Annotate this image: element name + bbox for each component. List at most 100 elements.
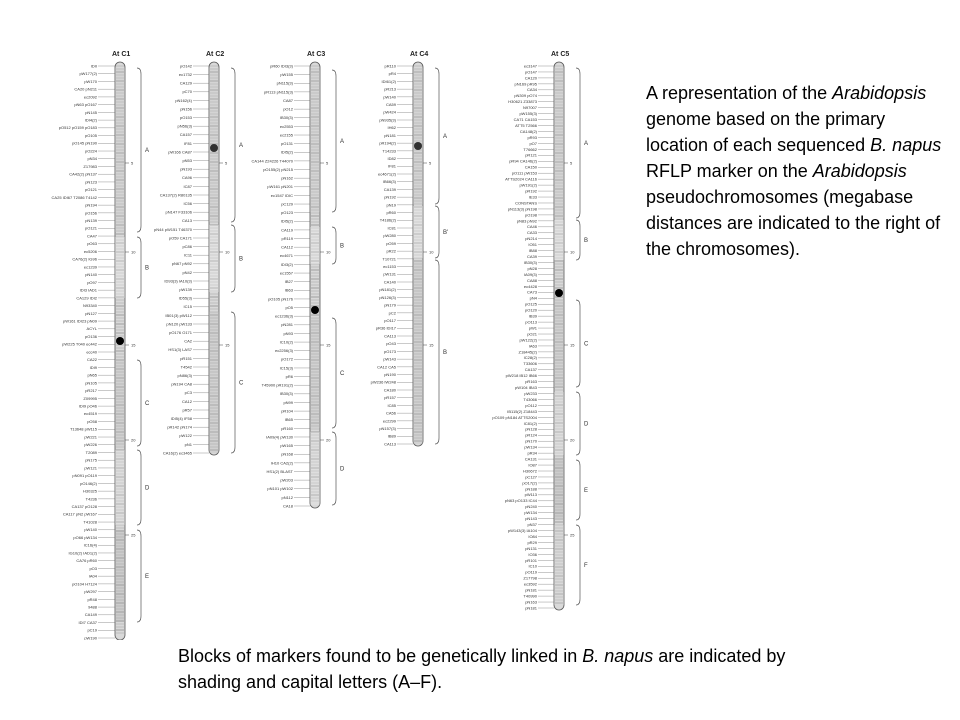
marker-label: IC16(4): [84, 543, 98, 548]
marker-label: T41028: [83, 519, 97, 524]
marker-label: ec4671: [280, 253, 294, 258]
marker-label: pW104 IB43: [515, 385, 538, 390]
marker-label: pN091 pO119: [72, 473, 97, 478]
mb-tick-label: 5: [570, 161, 573, 166]
marker-label: pO113: [525, 320, 537, 325]
marker-label: CA148(2): [520, 129, 538, 134]
marker-label: IB89: [388, 434, 397, 439]
marker-label: pN281: [281, 322, 294, 327]
marker-label: IB27: [285, 279, 294, 284]
marker-label: pW1: [529, 325, 538, 330]
mb-tick-label: 10: [429, 250, 434, 255]
marker-label: pW122(2): [519, 337, 537, 342]
marker-label: pR48: [87, 597, 97, 602]
marker-label: H30621 Z33873: [508, 99, 537, 104]
marker-label: pO104 H7124: [72, 581, 98, 586]
marker-label: 9488: [88, 604, 98, 609]
marker-label: pN28: [527, 266, 537, 271]
marker-label: pW170: [84, 79, 97, 84]
marker-label: pW143(3) IA104: [508, 528, 538, 533]
block-letter: B: [584, 238, 588, 244]
marker-label: pR124: [525, 433, 538, 438]
marker-label: pW140: [383, 94, 396, 99]
marker-label: HS1(2) BLAST: [267, 469, 294, 474]
marker-label: CA59: [386, 102, 397, 107]
block-letter: B: [239, 257, 243, 263]
block-shading: [413, 206, 423, 258]
marker-label: IC15: [184, 304, 193, 309]
block-letter: D: [340, 467, 345, 473]
marker-label: pW131: [383, 272, 396, 277]
marker-label: Z17798: [523, 576, 537, 581]
block-shading: [554, 300, 564, 387]
block-shading: [115, 237, 125, 298]
marker-label: pO172: [281, 357, 294, 362]
mb-tick-label: 25: [570, 533, 575, 538]
block-shading: [310, 318, 320, 428]
marker-label: H30672: [523, 468, 538, 473]
mb-tick-label: 20: [131, 438, 136, 443]
marker-label: T45900 pR191(2): [262, 383, 294, 388]
block-bracket: [230, 224, 236, 293]
block-bracket: [136, 359, 142, 447]
block-bracket: [331, 226, 337, 265]
block-shading: [209, 225, 219, 292]
marker-label: IA04: [89, 574, 98, 579]
marker-label: pO97: [87, 280, 98, 285]
marker-label: pW113: [525, 492, 538, 497]
chromosome-title: At C2: [206, 51, 224, 58]
marker-label: IB30(3): [280, 115, 294, 120]
marker-label: pN34: [87, 156, 97, 161]
marker-label: CA25 IDI67 T2086 T4142: [52, 195, 98, 200]
marker-label: ec4519: [84, 411, 98, 416]
block-letter: A: [340, 139, 344, 145]
marker-label: CA12 CA5: [377, 364, 397, 369]
block-letter: D: [145, 486, 150, 492]
marker-label: pW139: [179, 287, 192, 292]
marker-label: pO112: [525, 403, 537, 408]
marker-label: pN56(3): [178, 124, 193, 129]
marker-label: CA73: [527, 290, 538, 295]
marker-label: pW165: [280, 443, 293, 448]
marker-label: pW233: [524, 391, 537, 396]
block-bracket: [331, 317, 337, 429]
block-shading: [310, 70, 320, 212]
centromere: [311, 306, 319, 314]
marker-label: IDI5(4) IF58: [171, 416, 193, 421]
marker-label: IB66(3): [383, 179, 397, 184]
marker-label: IC10: [529, 564, 538, 569]
marker-label: pN126(3): [379, 295, 396, 300]
marker-label: CA2: [184, 339, 193, 344]
marker-label: IO87: [528, 462, 537, 467]
marker-label: pO176 O171: [169, 330, 193, 335]
marker-label: CA20 pN211: [74, 87, 97, 92]
marker-label: CA88: [527, 278, 538, 283]
marker-label: pW221: [84, 434, 97, 439]
block-bracket: [575, 391, 581, 456]
block-shading: [310, 227, 320, 264]
marker-label: CA47: [87, 233, 98, 238]
marker-label: CA113: [384, 441, 397, 446]
mb-tick-label: 15: [225, 343, 230, 348]
marker-label: pO58: [87, 419, 98, 424]
marker-label: ec1547 IDIC: [271, 193, 293, 198]
marker-label: IA09(3): [524, 272, 538, 277]
marker-label: IA63: [529, 343, 538, 348]
marker-label: IO51: [528, 242, 537, 247]
marker-label: IC87: [184, 184, 193, 189]
marker-label: pN145: [85, 110, 98, 115]
marker-label: pO43: [386, 341, 397, 346]
mb-tick-label: 5: [326, 161, 329, 166]
marker-label: pC70: [182, 89, 192, 94]
mb-tick-label: 10: [225, 250, 230, 255]
marker-label: ec2256(3): [275, 348, 294, 353]
marker-label: pO105: [85, 133, 98, 138]
chromosome-body: [412, 61, 424, 447]
marker-label: IC81: [388, 225, 397, 230]
centromere: [555, 289, 563, 297]
marker-label: pW143: [383, 357, 396, 362]
block-bracket: [230, 67, 236, 223]
marker-label: pO173: [384, 349, 397, 354]
marker-label: pW134: [524, 445, 537, 450]
marker-label: CA150: [525, 165, 538, 170]
